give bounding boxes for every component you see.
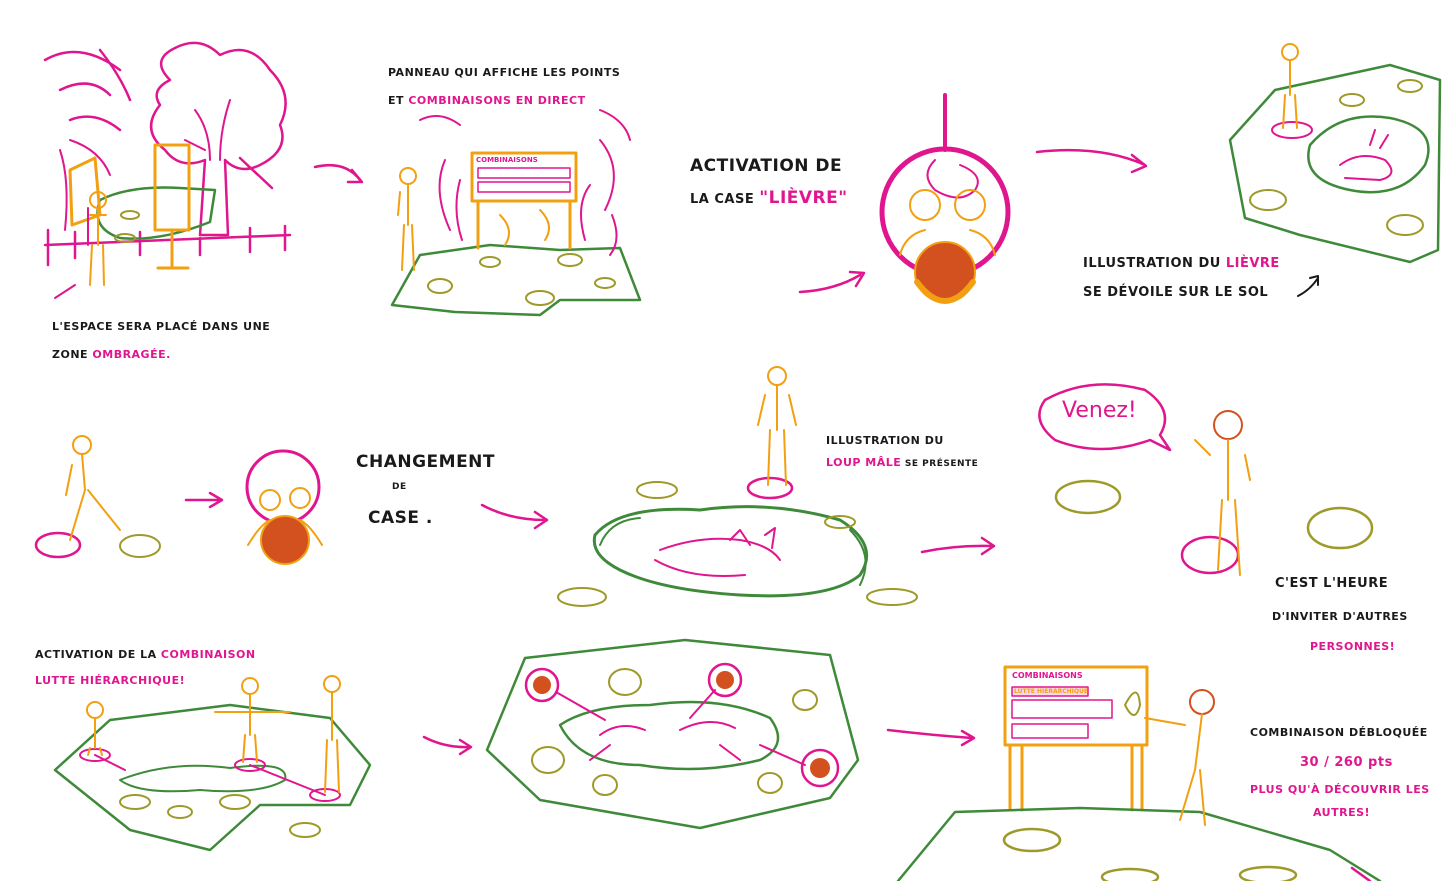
caption-unlocked-line1: Combinaison débloquée bbox=[1250, 726, 1428, 739]
caption-wolf-line2: loup mâle se présente bbox=[826, 456, 978, 469]
caption-wolf-line1: Illustration du bbox=[826, 434, 944, 447]
arrow-6 bbox=[920, 536, 996, 556]
caption-wolf-presente: se présente bbox=[901, 459, 979, 469]
arrow-4 bbox=[1297, 275, 1319, 297]
scene-shaded-zone bbox=[43, 41, 292, 299]
scene-live-panel bbox=[390, 109, 642, 317]
caption-panel-line2: et combinaisons en direct bbox=[388, 94, 586, 107]
caption-shade-zone: zone bbox=[52, 348, 93, 361]
caption-invite-line1: C'est l'heure bbox=[1275, 576, 1389, 591]
scene-hare-activation bbox=[879, 93, 1011, 304]
speech-bubble-venez: Venez! bbox=[1062, 398, 1137, 423]
caption-shade-line2: zone ombragée. bbox=[52, 348, 171, 361]
caption-change-line1: Changement bbox=[356, 452, 496, 472]
caption-invite-line2: d'inviter d'autres bbox=[1272, 610, 1408, 623]
caption-hare-line2: se dévoile sur le sol bbox=[1083, 285, 1269, 300]
scene-combo-ground bbox=[485, 638, 860, 830]
caption-combo-activation: Activation de la bbox=[35, 648, 161, 661]
caption-panel-line1: Panneau qui affiche les points bbox=[388, 66, 621, 79]
caption-change-line2: de bbox=[392, 482, 407, 492]
arrow-2 bbox=[798, 270, 866, 294]
caption-hare-illustration: Illustration du bbox=[1083, 256, 1226, 271]
caption-unlocked-line4: autres! bbox=[1313, 806, 1371, 819]
arrow-5 bbox=[480, 503, 549, 530]
unlocked-board-title: Combinaisons bbox=[1012, 671, 1083, 680]
caption-combo-line1: Activation de la combinaison bbox=[35, 648, 256, 661]
caption-panel-highlight: combinaisons en direct bbox=[408, 94, 586, 107]
caption-activation-line1: Activation de bbox=[690, 156, 843, 176]
caption-combo-line2: lutte hiérarchique! bbox=[35, 674, 186, 687]
scene-wolf bbox=[557, 366, 918, 607]
unlocked-board-entry: Lutte hiérarchique bbox=[1014, 688, 1088, 695]
panel-board-title: Combinaisons bbox=[476, 156, 538, 164]
caption-combo-combinaison: combinaison bbox=[160, 648, 256, 661]
caption-hare-lievre: lièvre bbox=[1225, 256, 1280, 271]
scene-change-case bbox=[34, 435, 323, 565]
scene-unlocked bbox=[896, 665, 1382, 881]
caption-shade-line1: L'espace sera placé dans une bbox=[52, 320, 271, 333]
caption-invite-line3: personnes! bbox=[1310, 640, 1396, 653]
caption-activation-line2: la case "Lièvre" bbox=[690, 188, 848, 208]
arrow-1 bbox=[313, 163, 364, 184]
scene-combo-activation bbox=[53, 675, 372, 852]
caption-unlocked-line3: Plus qu'à découvrir les bbox=[1250, 783, 1430, 796]
arrow-8 bbox=[886, 728, 976, 747]
caption-activation-lievre: "Lièvre" bbox=[759, 188, 848, 208]
caption-activation-case: la case bbox=[690, 192, 760, 207]
caption-change-line3: case . bbox=[368, 508, 433, 528]
scene-invite bbox=[1038, 383, 1374, 576]
caption-hare-line1: Illustration du lièvre bbox=[1083, 256, 1280, 271]
arrow-7 bbox=[422, 735, 473, 756]
caption-shade-highlight: ombragée. bbox=[92, 348, 171, 361]
arrow-3 bbox=[1035, 148, 1148, 174]
scene-hare-ground bbox=[1228, 43, 1442, 264]
caption-panel-et: et bbox=[388, 94, 409, 107]
caption-wolf-loup: loup mâle bbox=[826, 456, 902, 469]
caption-unlocked-points: 30 / 260 pts bbox=[1300, 755, 1393, 770]
